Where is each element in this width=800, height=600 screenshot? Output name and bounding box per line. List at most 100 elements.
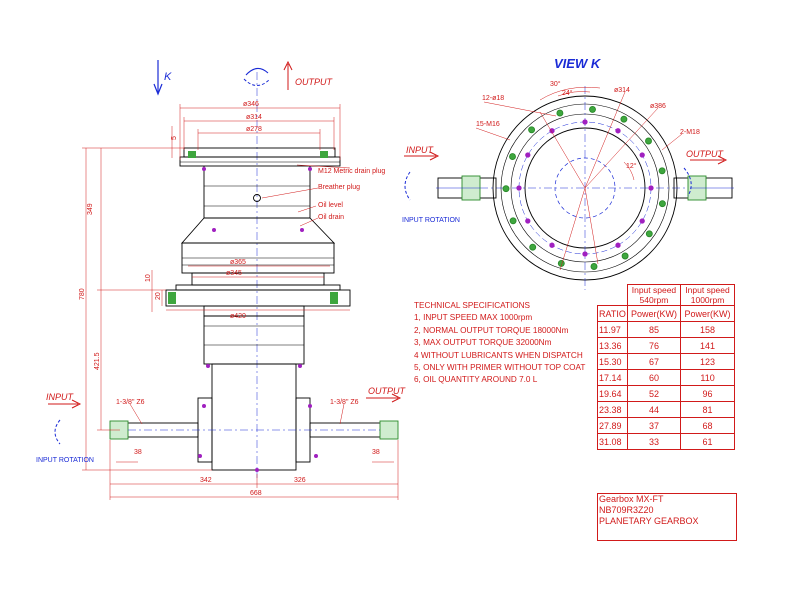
bolt-hole-outer: [621, 252, 629, 260]
view-k-input-label: INPUT: [406, 145, 435, 155]
bolt-hole-outer: [645, 137, 652, 145]
view-k: [404, 86, 734, 290]
power-label-540: Power(KW): [626, 305, 682, 322]
spec-heading: TECHNICAL SPECIFICATIONS: [414, 301, 531, 310]
bolt-hole-inner: [549, 242, 555, 248]
view-k-title: VIEW K: [554, 56, 602, 71]
spec-item: 4 WITHOUT LUBRICANTS WHEN DISPATCH: [414, 350, 583, 360]
dim-h20: 20: [155, 292, 162, 300]
bolt-hole-inner: [582, 251, 588, 257]
bolt-hole-inner: [516, 185, 522, 191]
dim-h421: 421.5: [94, 352, 101, 370]
dim-left342: 342: [200, 477, 212, 484]
dim-d345: ø345: [226, 270, 242, 277]
ratio-label: RATIO: [597, 305, 628, 322]
input-label-left: INPUT: [46, 392, 75, 402]
table-cell-p540: 60: [626, 369, 682, 386]
table-subheader-row: RATIO Power(KW) Power(KW): [597, 305, 735, 322]
dim-s38-left: 38: [134, 449, 142, 456]
dim-h5: 5: [171, 136, 178, 140]
view-k-holes12: 12-ø18: [482, 95, 504, 102]
spec-item: 3, MAX OUTPUT TORQUE 32000Nm: [414, 338, 552, 348]
bolt-hole-inner: [525, 152, 531, 158]
view-k-m18: 2-M18: [680, 129, 700, 136]
view-k-a30: 30°: [550, 80, 561, 88]
dim-d346: ø346: [243, 101, 259, 108]
dim-h780: 780: [79, 288, 86, 300]
bolt-holes: [502, 105, 666, 270]
dim-s38-right: 38: [372, 449, 380, 456]
bolt-hole-inner: [639, 152, 645, 158]
bolt-hole-outer: [645, 230, 653, 238]
side-view-labels: K OUTPUT INPUT OUTPUT INPUT ROTATION ø34…: [36, 71, 407, 497]
input-rotation-label: INPUT ROTATION: [36, 457, 94, 464]
note-level: Oil level: [318, 202, 343, 209]
dim-d314: ø314: [246, 114, 262, 121]
table-cell-ratio: 13.36: [597, 337, 628, 354]
table-cell-p1000: 61: [680, 433, 735, 450]
table-cell-ratio: 17.14: [597, 369, 628, 386]
header-input-540: Input speed 540rpm: [626, 284, 682, 306]
view-k-a12: 12°: [626, 162, 637, 170]
top-flange: [179, 156, 341, 167]
table-cell-p1000: 158: [680, 321, 735, 338]
table-cell-p1000: 123: [680, 353, 735, 370]
mounting-flange: [165, 289, 351, 307]
view-k-d386: ø386: [650, 103, 666, 110]
table-cell-p1000: 96: [680, 385, 735, 402]
table-cell-p540: 44: [626, 401, 682, 418]
bolt-hole-inner: [615, 128, 621, 134]
spec-item: 1, INPUT SPEED MAX 1000rpm: [414, 313, 533, 323]
output-label-right: OUTPUT: [368, 386, 407, 396]
angle-gear-housing: [211, 363, 297, 471]
table-header-row: Input speed 540rpm Input speed 1000rpm: [597, 284, 735, 306]
bolt-hole-inner: [648, 185, 654, 191]
table-cell-p1000: 110: [680, 369, 735, 386]
dim-d365: ø365: [230, 259, 246, 266]
title-line-model: Gearbox MX-FT: [599, 494, 664, 504]
spec-item: 5, ONLY WITH PRIMER WITHOUT TOP COAT: [414, 363, 586, 373]
table-cell-ratio: 19.64: [597, 385, 628, 402]
table-cell-p1000: 141: [680, 337, 735, 354]
note-top: M12 Metric drain plug: [318, 168, 385, 175]
view-k-holes15: 15-M16: [476, 121, 500, 128]
spec-item: 2, NORMAL OUTPUT TORQUE 18000Nm: [414, 325, 569, 335]
bolt-hole-outer: [509, 153, 516, 161]
view-k-input-rotation: INPUT ROTATION: [402, 217, 460, 224]
dim-h349: 349: [87, 203, 94, 215]
bolt-hole-outer: [620, 115, 628, 123]
view-k-d314: ø314: [614, 87, 630, 94]
spec-item: 6, OIL QUANTITY AROUND 7.0 L: [414, 375, 538, 385]
table-cell-p1000: 81: [680, 401, 735, 418]
lower-housing: [203, 315, 305, 365]
bolt-hole-inner: [615, 242, 621, 248]
view-k-labels: VIEW K INPUT OUTPUT INPUT ROTATION ø314 …: [402, 56, 725, 224]
table-cell-p540: 67: [626, 353, 682, 370]
bolt-hole-inner: [549, 128, 555, 134]
title-line-code: NB709R3Z20: [599, 505, 654, 515]
table-cell-p540: 85: [626, 321, 682, 338]
bolt-hole-outer: [556, 109, 564, 117]
k-arrow-label: K: [164, 71, 172, 83]
upper-housing: [203, 166, 311, 219]
note-drain: Oil drain: [318, 214, 344, 221]
title-line-type: PLANETARY GEARBOX: [599, 516, 699, 526]
table-cell-p540: 52: [626, 385, 682, 402]
shaft-spec-left: 1-3/8" Z6: [116, 399, 145, 406]
bolt-hole-outer: [528, 126, 536, 134]
note-fill: Breather plug: [318, 184, 360, 191]
table-cell-p540: 33: [626, 433, 682, 450]
bolt-hole-outer: [658, 200, 666, 208]
table-cell-ratio: 15.30: [597, 353, 628, 370]
ratio-power-table: Input speed 540rpm Input speed 1000rpm R…: [597, 284, 735, 450]
table-cell-p540: 76: [626, 337, 682, 354]
bolt-hole-inner: [639, 218, 645, 224]
